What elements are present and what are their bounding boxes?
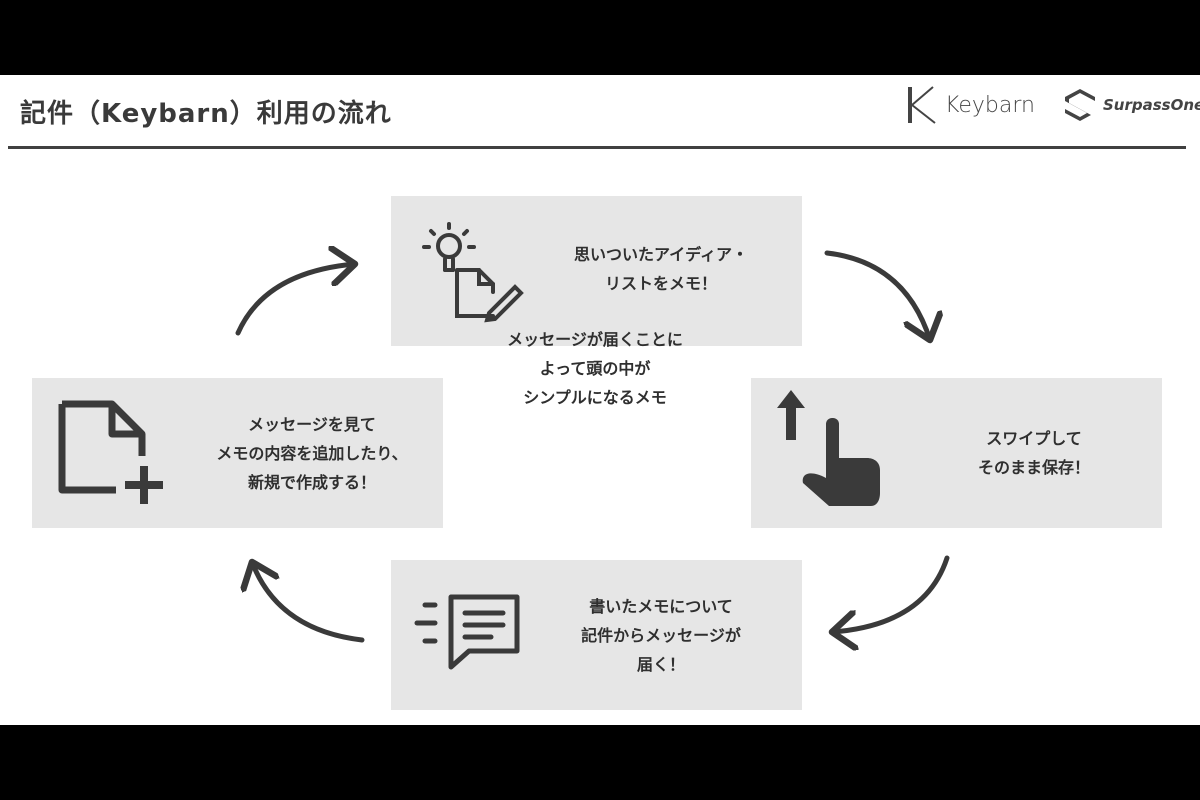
surpassone-mark-icon — [1065, 89, 1095, 121]
step-bottom-text: 書いたメモについて 記件からメッセージが 届く！ — [541, 592, 781, 679]
text-line: リストをメモ！ — [604, 274, 717, 293]
swipe-hand-icon — [777, 390, 880, 506]
text-line: シンプルになるメモ — [523, 388, 667, 407]
step-box-left: メッセージを見て メモの内容を追加したり、 新規で作成する！ — [32, 378, 443, 528]
text-line: 届く！ — [636, 655, 685, 674]
surpassone-logo-text: SurpassOne — [1103, 96, 1200, 114]
text-line: 新規で作成する！ — [247, 473, 376, 492]
text-line: メッセージを見て — [248, 415, 376, 434]
text-line: メッセージが届くことに — [507, 330, 683, 349]
step-box-top: 思いついたアイディア・ リストをメモ！ — [391, 196, 802, 346]
message-icon — [414, 594, 520, 670]
keybarn-logo-text: Keybarn — [945, 92, 1035, 118]
header-divider — [8, 146, 1186, 149]
text-line: そのまま保存！ — [977, 458, 1090, 477]
step-box-bottom: 書いたメモについて 記件からメッセージが 届く！ — [391, 560, 802, 710]
idea-note-icon — [422, 222, 524, 323]
step-right-text: スワイプして そのまま保存！ — [919, 424, 1149, 482]
arrow-left-to-top — [235, 264, 355, 336]
text-line: メモの内容を追加したり、 — [216, 444, 408, 463]
text-line: 記件からメッセージが — [581, 626, 741, 645]
keybarn-logo: Keybarn — [905, 85, 1035, 125]
text-line: 思いついたアイディア・ — [573, 245, 749, 264]
step-left-text: メッセージを見て メモの内容を追加したり、 新規で作成する！ — [192, 410, 432, 497]
step-box-right: スワイプして そのまま保存！ — [751, 378, 1162, 528]
arrow-right-to-bottom — [832, 555, 950, 632]
text-line: よって頭の中が — [539, 359, 651, 378]
center-caption: メッセージが届くことに よって頭の中が シンプルになるメモ — [482, 325, 708, 412]
surpassone-logo: SurpassOne — [1063, 87, 1200, 123]
step-top-text: 思いついたアイディア・ リストをメモ！ — [541, 240, 781, 298]
page-title: 記件（Keybarn）利用の流れ — [20, 99, 392, 129]
arrow-bottom-to-left — [252, 562, 365, 643]
text-line: スワイプして — [986, 429, 1082, 448]
add-file-icon — [58, 400, 163, 504]
keybarn-k-icon — [908, 86, 936, 124]
arrow-top-to-right — [824, 250, 930, 340]
text-line: 書いたメモについて — [589, 597, 733, 616]
